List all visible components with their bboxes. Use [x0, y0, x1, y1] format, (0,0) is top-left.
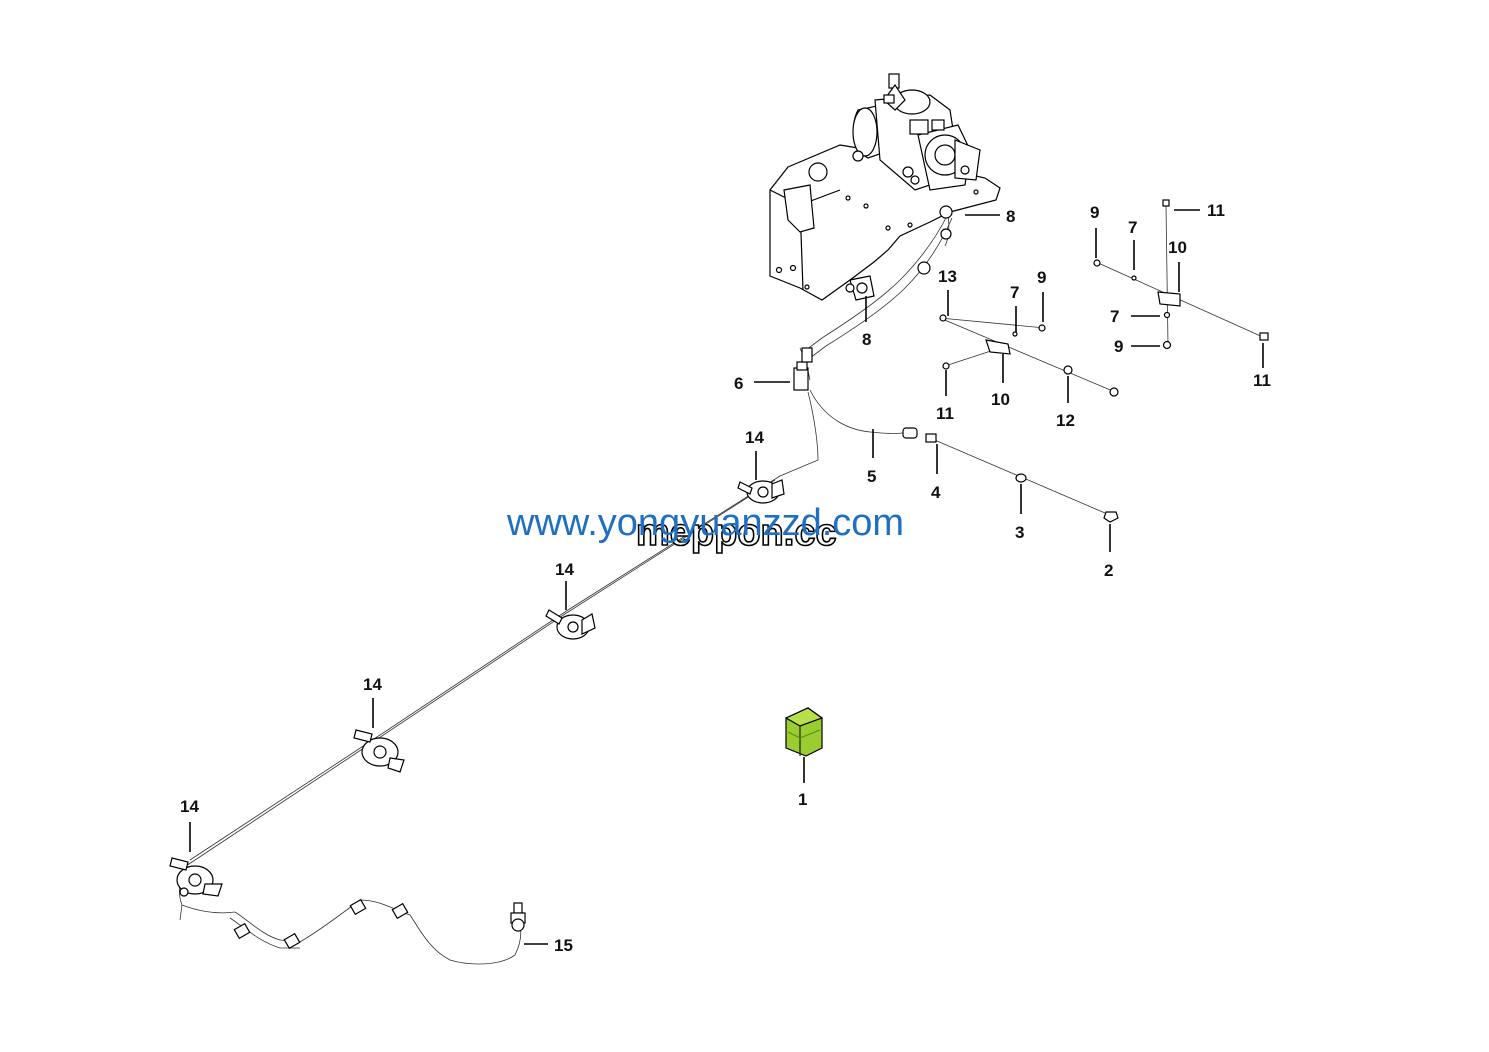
clamp-1	[737, 479, 785, 504]
hardware-line-2-3-4	[925, 433, 1119, 523]
watermarks: meppon.cc www.yongyuanzzd.com	[506, 502, 904, 555]
callout-12: 12	[1056, 411, 1075, 430]
callout-8-top: 8	[1006, 207, 1015, 226]
callout-11-mid: 11	[936, 404, 954, 423]
callout-2: 2	[1104, 561, 1113, 580]
hardware-line-top-right	[1093, 199, 1269, 350]
callout-9-top: 9	[1090, 203, 1099, 222]
connector-6	[793, 347, 813, 391]
callout-9-mid: 9	[1037, 268, 1046, 287]
callout-14-b: 14	[555, 560, 574, 579]
cable-clamps	[169, 479, 785, 897]
callout-7-right: 7	[1110, 307, 1119, 326]
callout-9-right: 9	[1114, 337, 1123, 356]
watermark-primary: www.yongyuanzzd.com	[506, 502, 904, 544]
callout-4: 4	[931, 483, 941, 502]
clamp-2	[545, 609, 596, 640]
clamp-3	[353, 729, 405, 773]
callout-14-c: 14	[363, 675, 382, 694]
callout-13: 13	[938, 267, 957, 286]
callout-11-top: 11	[1207, 201, 1225, 220]
callout-6: 6	[734, 374, 743, 393]
clamp-4	[169, 857, 223, 897]
rocker-switch	[784, 707, 824, 757]
callout-7-mid: 7	[1010, 283, 1019, 302]
cable-end-5	[902, 427, 918, 439]
harness-connectors	[233, 898, 526, 950]
callout-11-right: 11	[1253, 371, 1271, 390]
hardware-line-10-13	[939, 314, 1119, 397]
callout-15: 15	[554, 936, 573, 955]
callout-8-bottom: 8	[862, 330, 871, 349]
callout-labels: 1 2 3 4 5 6 8 8 13 7 9 11 10 12 9 7 11 1…	[180, 201, 1271, 955]
grommets-8	[917, 205, 953, 275]
callout-10-mid: 10	[991, 390, 1010, 409]
callout-3: 3	[1015, 523, 1024, 542]
callout-5: 5	[867, 467, 876, 486]
leader-lines	[189, 209, 1264, 945]
callout-14-d: 14	[180, 797, 199, 816]
callout-7-top: 7	[1128, 218, 1137, 237]
callout-10-top: 10	[1168, 238, 1187, 257]
callout-14-a: 14	[745, 428, 764, 447]
watermark-secondary: meppon.cc	[636, 512, 837, 554]
callout-1: 1	[798, 790, 807, 809]
pump-plate-assembly	[769, 73, 1001, 301]
